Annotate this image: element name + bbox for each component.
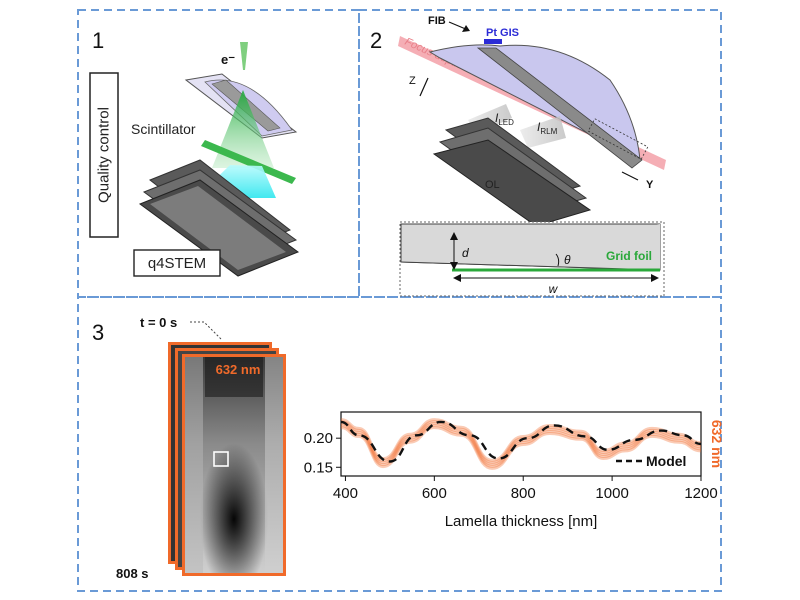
y-tick-label: 0.15 [304,459,333,476]
panel-3: 3 t = 0 s 808 s 632 nm 400 600 800 1000 1200… [92,315,725,581]
lamella-slot [476,47,643,169]
x-axis-label: Lamella thickness [nm] [445,513,598,530]
quality-control-box [89,72,119,238]
panel-2-number: 2 [370,28,382,53]
wavelength-label: 632 nm [216,362,261,377]
q4stem-box [133,249,221,277]
diffraction-cone [212,90,274,168]
objective-lens-1 [138,159,300,277]
q4stem-label: q4STEM [148,255,206,272]
panel-1: 1 Quality control e⁻ Scintillator q4STEM [89,28,300,277]
electron-label: e⁻ [221,52,235,67]
i-led-label: ILED [495,111,514,127]
chart-plot-area [340,411,702,477]
panel-1-border [77,9,360,298]
ol-label: OL [485,179,500,191]
panel-borders [77,9,722,592]
measured-trace [340,422,702,466]
electron-beam [240,42,248,70]
thickness-chart: 400 600 800 1000 1200 0.15 0.20 Lamella thick… [304,411,725,530]
theta-arc [555,253,560,267]
y-tick-label: 0.20 [304,430,333,447]
quality-control-label: Quality control [96,107,113,203]
time-start-label: t = 0 s [140,315,177,330]
inset-marker [587,118,649,160]
pt-gis-label: Pt GIS [486,27,519,39]
x-tick-label: 1000 [595,485,628,502]
fib-label: FIB [428,15,446,27]
d-label: d [462,246,469,260]
panel-3-number: 3 [92,320,104,345]
legend-model-label: Model [646,453,686,469]
x-tick-label: 600 [422,485,447,502]
rlm-arrow [520,116,566,148]
model-line [340,420,702,463]
y-ticks: 0.15 0.20 [304,430,341,476]
w-label: w [549,282,559,296]
z-axis-label: Z [409,75,416,87]
z-axis-arrow [419,77,429,97]
objective-lens-2 [432,117,592,227]
i-rlm-label: IRLM [537,120,558,136]
x-tick-label: 400 [333,485,358,502]
pt-gis-cap [484,39,502,44]
x-tick-label: 1200 [684,485,717,502]
image-stack: 632 nm [168,342,286,576]
time-start-leader [190,321,223,341]
theta-label: θ [564,253,571,267]
scintillator-plate [201,140,296,184]
right-wavelength-label: 632 nm [709,420,725,468]
measured-trace [340,418,702,462]
scintillator-label: Scintillator [131,121,196,137]
y-axis-label: Y [646,179,654,191]
x-tick-label: 800 [511,485,536,502]
panel-2: 2 Focus depth Pt GIS FIB Z Y ILED IRLM O [370,15,666,297]
grid-foil-label: Grid foil [606,249,652,263]
x-ticks: 400 600 800 1000 1200 [333,476,718,502]
y-axis-arrow [621,171,639,181]
time-end-label: 808 s [116,566,149,581]
fib-arrow-head [462,25,470,32]
roi-box [213,451,229,467]
panel-1-number: 1 [92,28,104,53]
